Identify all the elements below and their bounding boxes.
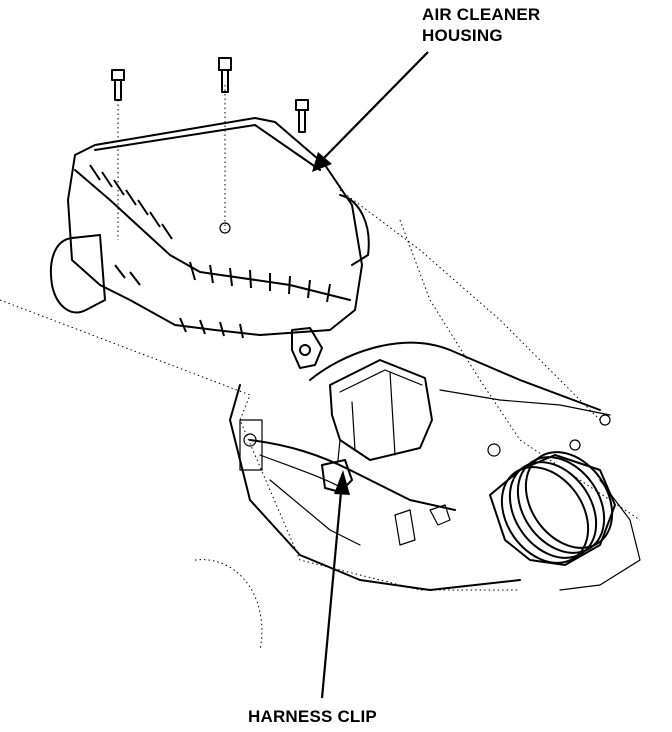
air-cleaner-leader-arrow xyxy=(312,51,429,172)
air-cleaner-housing-label: AIR CLEANER HOUSING xyxy=(422,4,540,46)
engine-components xyxy=(229,341,641,591)
intake-duct xyxy=(489,451,616,566)
air-cleaner-label-line1: AIR CLEANER xyxy=(422,5,541,24)
harness-clip-leader-arrow xyxy=(320,470,350,699)
mounting-bolt-right xyxy=(295,99,309,133)
mounting-bolt-left xyxy=(111,69,125,101)
harness-clip-label: HARNESS CLIP xyxy=(248,707,377,726)
background-body-outline xyxy=(0,85,641,651)
air-cleaner-label-line2: HOUSING xyxy=(422,26,503,45)
mounting-bolt-center xyxy=(218,57,232,93)
air-cleaner-housing xyxy=(50,117,370,369)
housing-rim-hatching xyxy=(89,164,331,339)
